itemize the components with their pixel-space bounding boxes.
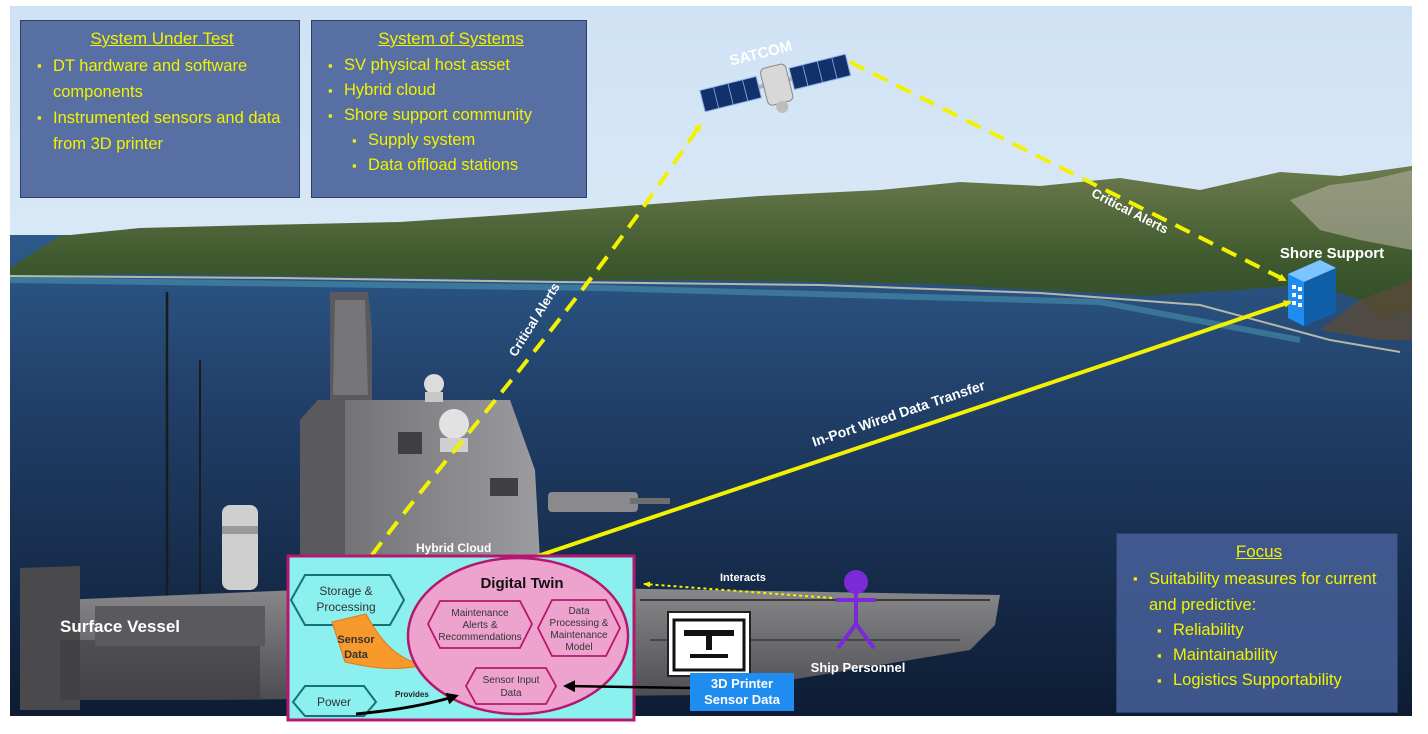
maintenance-line1: Maintenance bbox=[451, 608, 509, 619]
power-label: Power bbox=[317, 695, 351, 709]
printer-sensor-label-line2: Sensor Data bbox=[704, 692, 781, 707]
sensor-data-label-line2: Data bbox=[344, 649, 369, 661]
system-of-systems-subitem: Data offload stations bbox=[326, 153, 576, 178]
system-of-systems-item: Shore support community bbox=[326, 103, 576, 128]
power-hexagon bbox=[291, 685, 378, 717]
mountain-haze bbox=[1290, 170, 1412, 250]
deck-gun bbox=[548, 492, 638, 512]
shoreline bbox=[9, 275, 1401, 353]
system-of-systems-list: SV physical host asset Hybrid cloud Shor… bbox=[326, 53, 576, 178]
ship-personnel-label: Ship Personnel bbox=[811, 660, 906, 675]
digital-twin-title: Digital Twin bbox=[480, 575, 563, 592]
superstructure-window bbox=[398, 432, 422, 454]
system-of-systems-subitem: Supply system bbox=[326, 128, 576, 153]
focus-subitem: Reliability bbox=[1131, 618, 1387, 643]
system-under-test-title: System Under Test bbox=[90, 29, 234, 48]
system-under-test-item: DT hardware and software components bbox=[35, 53, 289, 105]
maintenance-line3: Recommendations bbox=[438, 632, 521, 643]
sensor-input-hexagon bbox=[464, 667, 558, 705]
printer-sensor-data-badge bbox=[690, 673, 794, 711]
storage-label-line2: Processing bbox=[316, 600, 375, 614]
hull-side bbox=[60, 640, 260, 700]
storage-hexagon bbox=[289, 574, 406, 626]
sensor-input-line2: Data bbox=[500, 688, 522, 699]
printer-sensor-label-line1: 3D Printer bbox=[711, 676, 773, 691]
superstructure-shade bbox=[300, 400, 345, 560]
provides-label: Provides bbox=[395, 690, 429, 699]
superstructure bbox=[300, 400, 540, 560]
provides-arrow bbox=[355, 692, 459, 716]
sensor-input-line1: Sensor Input bbox=[483, 675, 540, 686]
alert-link-ship-to-satellite bbox=[370, 123, 702, 557]
focus-panel: Focus Suitability measures for current a… bbox=[1116, 533, 1398, 713]
focus-title: Focus bbox=[1235, 542, 1283, 561]
processing-line2: Processing & bbox=[550, 618, 609, 629]
in-port-link bbox=[519, 300, 1292, 564]
processing-line4: Model bbox=[565, 642, 592, 653]
surface-vessel-label: Surface Vessel bbox=[60, 617, 180, 636]
shore-support-label: Shore Support bbox=[1280, 245, 1384, 262]
processing-hexagon bbox=[536, 599, 622, 657]
satellite-icon bbox=[699, 53, 852, 113]
system-under-test-item: Instrumented sensors and data from 3D pr… bbox=[35, 105, 289, 157]
focus-subitem: Maintainability bbox=[1131, 643, 1387, 668]
building-windows bbox=[1292, 285, 1302, 307]
alert-link-satellite-to-shore bbox=[849, 60, 1287, 282]
system-of-systems-panel: System of Systems SV physical host asset… bbox=[311, 20, 587, 198]
focus-subitem: Logistics Supportability bbox=[1131, 668, 1387, 693]
mountain-range bbox=[10, 166, 1412, 320]
sensor-dome bbox=[424, 374, 444, 394]
interacts-arrow bbox=[643, 581, 833, 599]
system-of-systems-title: System of Systems bbox=[378, 29, 524, 48]
maintenance-hexagon bbox=[426, 600, 534, 649]
system-under-test-panel: System Under Test DT hardware and softwa… bbox=[20, 20, 300, 198]
deck-house bbox=[95, 606, 265, 646]
sensor-data-label-line1: Sensor bbox=[337, 634, 375, 646]
superstructure-port bbox=[490, 478, 518, 496]
maintenance-line2: Alerts & bbox=[462, 620, 497, 631]
shallow-water bbox=[9, 277, 1301, 343]
ship-personnel-icon bbox=[836, 570, 876, 650]
printer-data-arrow bbox=[563, 680, 691, 693]
interacts-label: Interacts bbox=[720, 572, 766, 584]
system-of-systems-item: SV physical host asset bbox=[326, 53, 576, 78]
storage-label-line1: Storage & bbox=[319, 584, 372, 598]
focus-item: Suitability measures for current and pre… bbox=[1131, 566, 1387, 618]
focus-list: Suitability measures for current and pre… bbox=[1131, 566, 1387, 693]
hybrid-cloud-label: Hybrid Cloud bbox=[416, 541, 491, 555]
turret-camera bbox=[439, 409, 469, 439]
processing-line3: Maintenance bbox=[550, 630, 608, 641]
system-of-systems-item: Hybrid cloud bbox=[326, 78, 576, 103]
radar-face bbox=[333, 300, 368, 395]
processing-line1: Data bbox=[568, 606, 590, 617]
system-under-test-list: DT hardware and software components Inst… bbox=[35, 53, 289, 157]
antenna-dome bbox=[222, 505, 258, 590]
cliff bbox=[1320, 280, 1412, 340]
